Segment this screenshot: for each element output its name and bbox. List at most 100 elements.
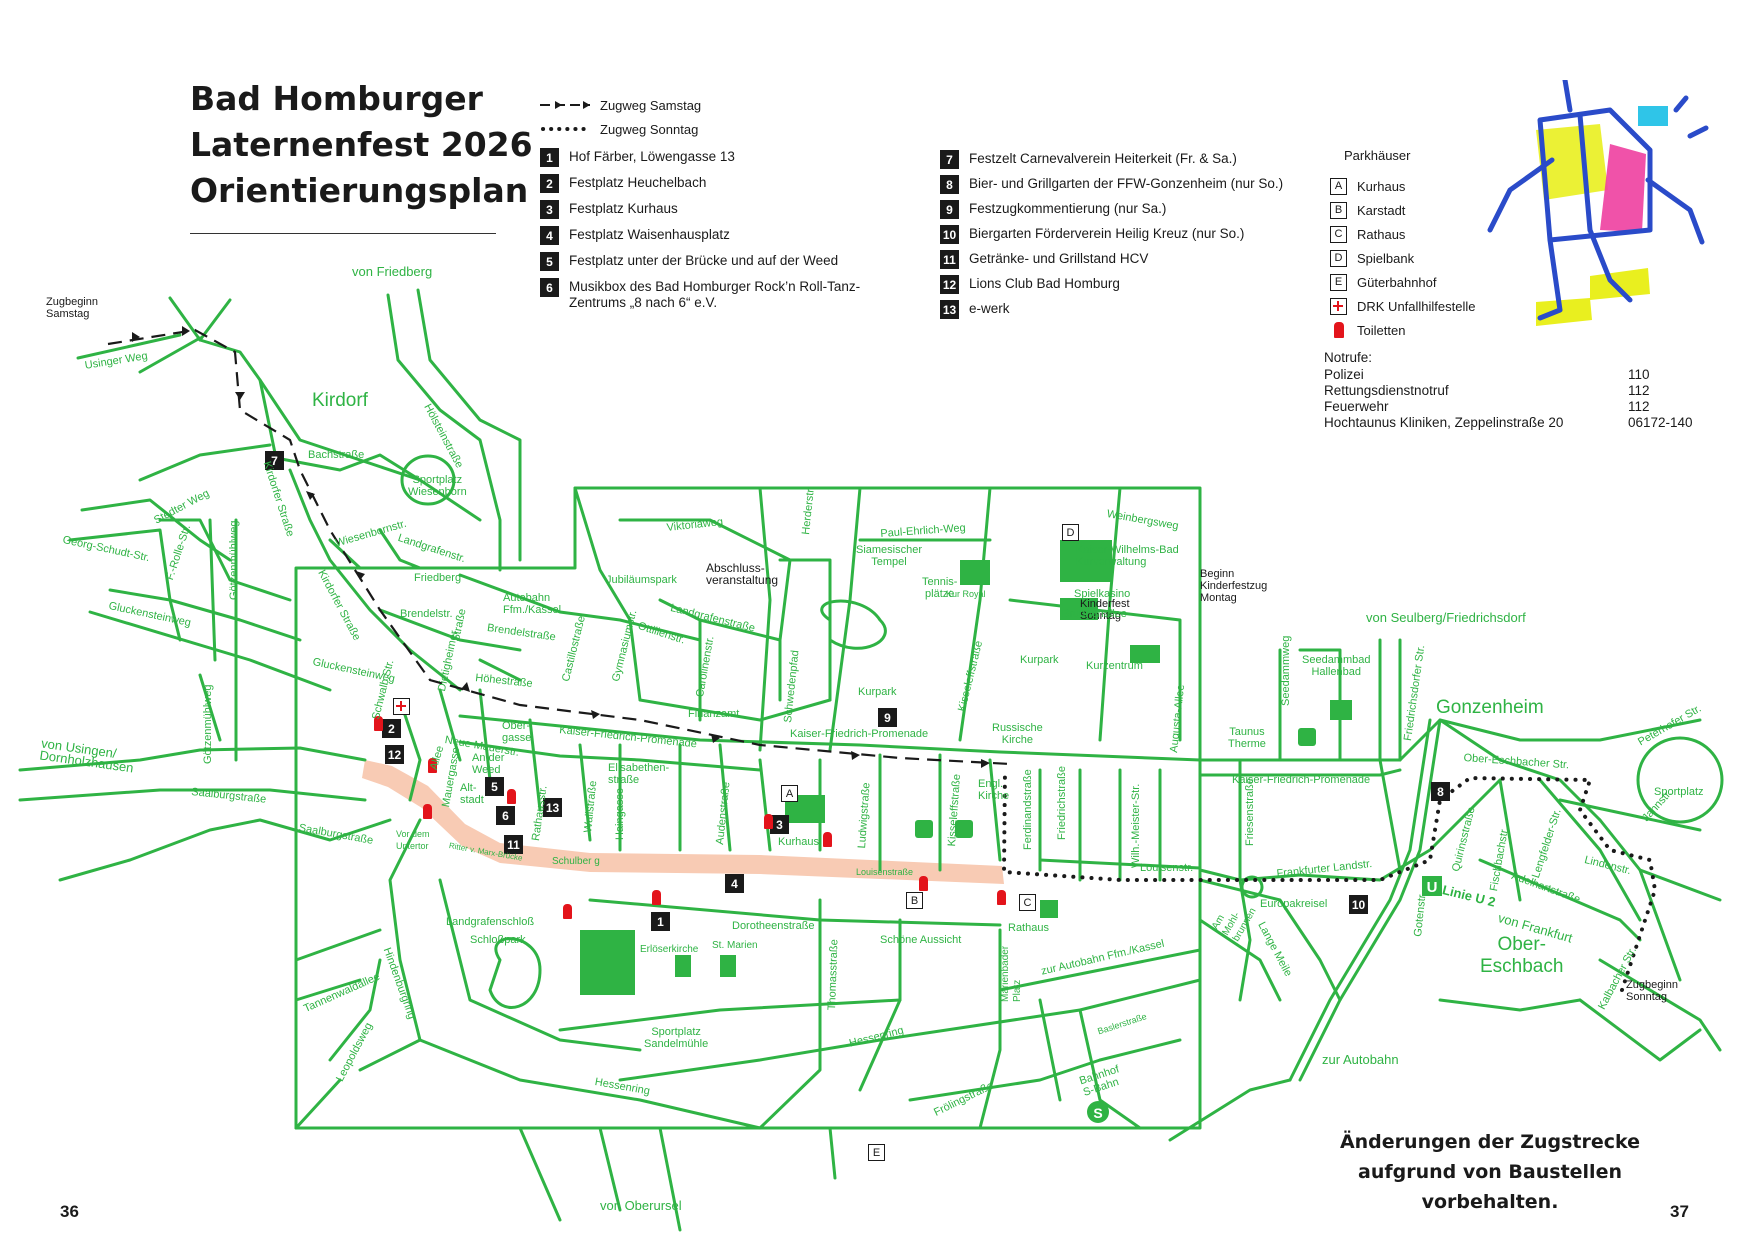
map-marker-11: 11 bbox=[504, 835, 523, 854]
street-wilh-meister: Wilh.-Meister-Str. bbox=[1130, 783, 1142, 868]
place-seedammbad: Seedammbad Hallenbad bbox=[1302, 654, 1371, 678]
number-marker: 2 bbox=[540, 174, 559, 193]
notice-line-2: aufgrund von Baustellen vorbehalten. bbox=[1358, 1161, 1622, 1213]
spielkasino-building bbox=[1060, 598, 1098, 620]
first-aid-label: DRK Unfallhilfestelle bbox=[1357, 298, 1476, 314]
direction-oberursel: von Oberursel bbox=[600, 1198, 682, 1213]
svg-text:S: S bbox=[1093, 1105, 1102, 1121]
street-thomasstrasse: Thomasstraße bbox=[826, 939, 841, 1011]
direction-friedberg: von Friedberg bbox=[352, 264, 433, 279]
dashed-arrow-icon bbox=[540, 101, 590, 109]
note-kids-festival: Kinderfest Sonntag bbox=[1080, 598, 1130, 622]
note-start-sunday: Zugbeginn Sonntag bbox=[1626, 979, 1678, 1003]
map-marker-1: 1 bbox=[651, 912, 670, 931]
notice-line-1: Änderungen der Zugstrecke bbox=[1339, 1131, 1641, 1153]
emergency-title: Notrufe: bbox=[1324, 350, 1373, 365]
legend-saturday-label: Zugweg Samstag bbox=[600, 97, 702, 113]
place-sportplatz: Sportplatz bbox=[1654, 786, 1704, 798]
parking-code: D bbox=[1330, 249, 1347, 267]
route-saturday bbox=[107, 328, 1011, 766]
number-marker: 11 bbox=[940, 250, 959, 269]
parking-label: Güterbahnhof bbox=[1357, 274, 1437, 290]
number-marker: 13 bbox=[940, 300, 959, 319]
place-schlosspark: Schloßpark bbox=[470, 934, 526, 946]
toilet-marker bbox=[428, 758, 437, 773]
district-kirdorf: Kirdorf bbox=[312, 390, 368, 411]
place-brunnenallee: Brunnenallee bbox=[1062, 608, 1127, 620]
kurzentrum-building bbox=[1130, 645, 1160, 663]
map-title: Bad Homburger Laternenfest 2026 Orientie… bbox=[190, 76, 533, 214]
street-bachstrasse: Bachstraße bbox=[308, 449, 365, 461]
place-russische-kirche: Russische Kirche bbox=[992, 722, 1043, 746]
location-label: Festzugkommentierung (nur Sa.) bbox=[969, 201, 1167, 216]
emergency-number: 110 bbox=[1628, 367, 1650, 382]
legend-saturday: Zugweg Samstag bbox=[540, 93, 701, 117]
location-label: Lions Club Bad Homburg bbox=[969, 276, 1120, 291]
map-marker-6: 6 bbox=[496, 806, 515, 825]
location-label: Festplatz Heuchelbach bbox=[569, 175, 707, 190]
map-marker-5: 5 bbox=[485, 777, 504, 796]
map-parking-e: E bbox=[868, 1144, 885, 1161]
note-closing-event: Abschluss- veranstaltung bbox=[706, 561, 779, 587]
place-kaiser-wilhelms-bad: Kaiser-Wilhelms-Bad Kurverwaltung bbox=[1076, 544, 1179, 568]
location-item: 2 Festplatz Heuchelbach bbox=[540, 174, 890, 193]
emergency-numbers: Notrufe: Polizei 110 Rettungsdienstnotruf… bbox=[1324, 350, 1714, 431]
map-marker-9: 9 bbox=[878, 708, 897, 727]
toilet-marker bbox=[563, 904, 572, 919]
parking-item: D Spielbank bbox=[1330, 246, 1476, 270]
map-marker-3: 3 bbox=[770, 815, 789, 834]
street-friedberg: Friedberg bbox=[414, 572, 462, 584]
street-seedammweg: Seedammweg bbox=[1280, 635, 1292, 706]
location-label: Festplatz Waisenhausplatz bbox=[569, 227, 730, 242]
location-item: 13 e-werk bbox=[940, 300, 1340, 319]
toilet-marker bbox=[423, 804, 432, 819]
first-aid-item: DRK Unfallhilfestelle bbox=[1330, 294, 1476, 318]
number-marker: 1 bbox=[540, 148, 559, 167]
st-marien-building bbox=[720, 955, 736, 977]
street-kaiser-friedrich-3: Kaiser-Friedrich-Promenade bbox=[1232, 774, 1371, 786]
street-brendelstr: Brendelstr. bbox=[400, 608, 453, 620]
street-kaiser-friedrich-2: Kaiser-Friedrich-Promenade bbox=[790, 728, 929, 740]
place-sportplatz-wiesenborn: Sportplatz Wiesenborn bbox=[408, 474, 467, 498]
place-kurpark: Kurpark bbox=[858, 686, 897, 698]
number-marker: 7 bbox=[940, 150, 959, 169]
place-sportplatz-sandelmuehle: Sportplatz Sandelmühle bbox=[644, 1026, 709, 1050]
toilets-item: Toiletten bbox=[1330, 318, 1476, 342]
map-parking-a: A bbox=[781, 785, 798, 802]
street-haingasse: Haingasse bbox=[614, 788, 626, 840]
map-marker-4: 4 bbox=[725, 874, 744, 893]
emergency-number: 112 bbox=[1628, 383, 1650, 398]
note-kids-parade-start: Beginn Kinderfestzug Montag bbox=[1200, 568, 1268, 604]
emergency-label: Polizei bbox=[1324, 367, 1364, 382]
parking-code: A bbox=[1330, 177, 1347, 195]
location-label: Festplatz Kurhaus bbox=[569, 201, 678, 216]
street-friesenstrasse: Friesenstraße bbox=[1244, 778, 1256, 846]
kur-royal-building bbox=[960, 560, 990, 585]
street-erloeserkirche: Erlöserkirche bbox=[640, 944, 699, 955]
street-finanzamt: Finanzamt bbox=[688, 708, 740, 720]
toilet-marker bbox=[374, 716, 383, 731]
parking-label: Spielbank bbox=[1357, 250, 1415, 266]
street-vor-dem-untertor: Vor dem Untertor bbox=[396, 829, 430, 851]
map-marker-2: 2 bbox=[382, 719, 401, 738]
toilets-label: Toiletten bbox=[1357, 322, 1406, 338]
u-bahn-icon bbox=[1422, 876, 1442, 896]
place-landgrafenschloss: Landgrafenschloß bbox=[446, 916, 535, 928]
location-label: e-werk bbox=[969, 301, 1010, 316]
location-label: Musikbox des Bad Homburger Rock’n Roll-T… bbox=[569, 279, 861, 310]
street-goetzenmuehlweg-2: Götzenmühlweg bbox=[202, 684, 214, 765]
buildings bbox=[580, 540, 1352, 995]
toilet-marker bbox=[764, 814, 773, 829]
schloss-building bbox=[580, 930, 635, 995]
